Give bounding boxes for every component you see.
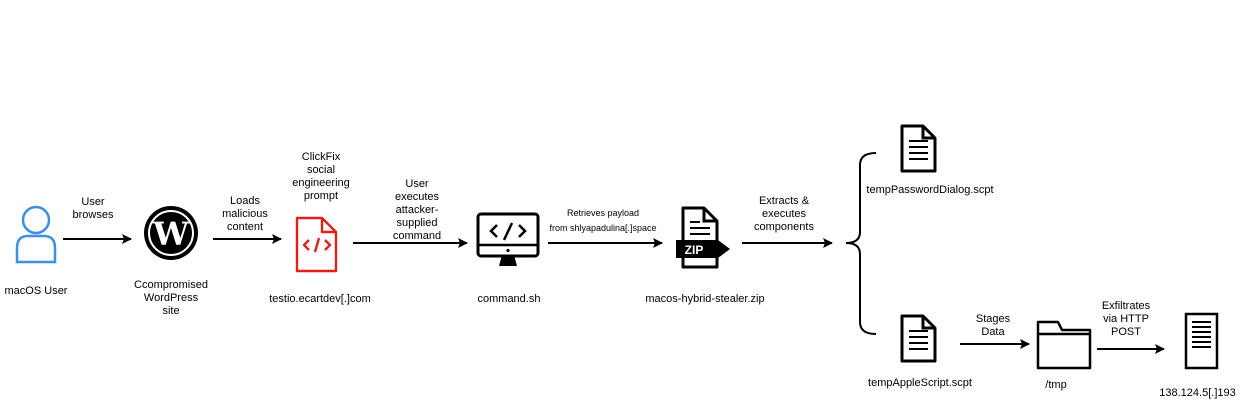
document-icon [900,314,937,363]
user-icon [15,205,57,264]
tmp-label: /tmp [1045,379,1067,391]
wordpress-icon: W [144,206,198,260]
zip-label: macos-hybrid-stealer.zip [645,293,765,305]
folder-icon [1036,320,1092,370]
components-brace [845,152,877,335]
svg-text:W: W [152,215,190,253]
edge-label-extracts: Extracts & executes components [754,195,814,233]
clickfix-domain-label: testio.ecartdev[.]com [269,293,371,305]
edge-label-loads-content: Loads malicious content [222,195,268,233]
svg-text:ZIP: ZIP [685,243,704,257]
clickfix-top-label: ClickFix social engineering prompt [292,151,350,202]
document-icon [900,124,937,173]
wordpress-label: Ccompromised WordPress site [134,279,208,317]
zip-file-icon: ZIP [676,206,730,269]
edge-label-stages-data: Stages Data [975,313,1011,338]
server-label: 138.124.5[.]193 [1159,387,1236,399]
applescript-label: tempAppleScript.scpt [868,377,972,389]
server-icon [1184,312,1219,370]
password-dialog-label: tempPasswordDialog.scpt [866,184,994,196]
code-file-icon [295,216,338,273]
monitor-code-icon [476,212,540,266]
user-label: macOS User [4,285,68,297]
edge-label-exfiltrates: Exfiltrates via HTTP POST [1101,300,1151,338]
edge-label-user-browses: User browses [72,196,114,221]
edge-label-retrieves-payload: Retrieves payload from shlyapadulina[.]s… [549,208,657,233]
command-label: command.sh [477,293,541,305]
edge-label-user-executes: User executes attacker- supplied command [392,178,442,242]
